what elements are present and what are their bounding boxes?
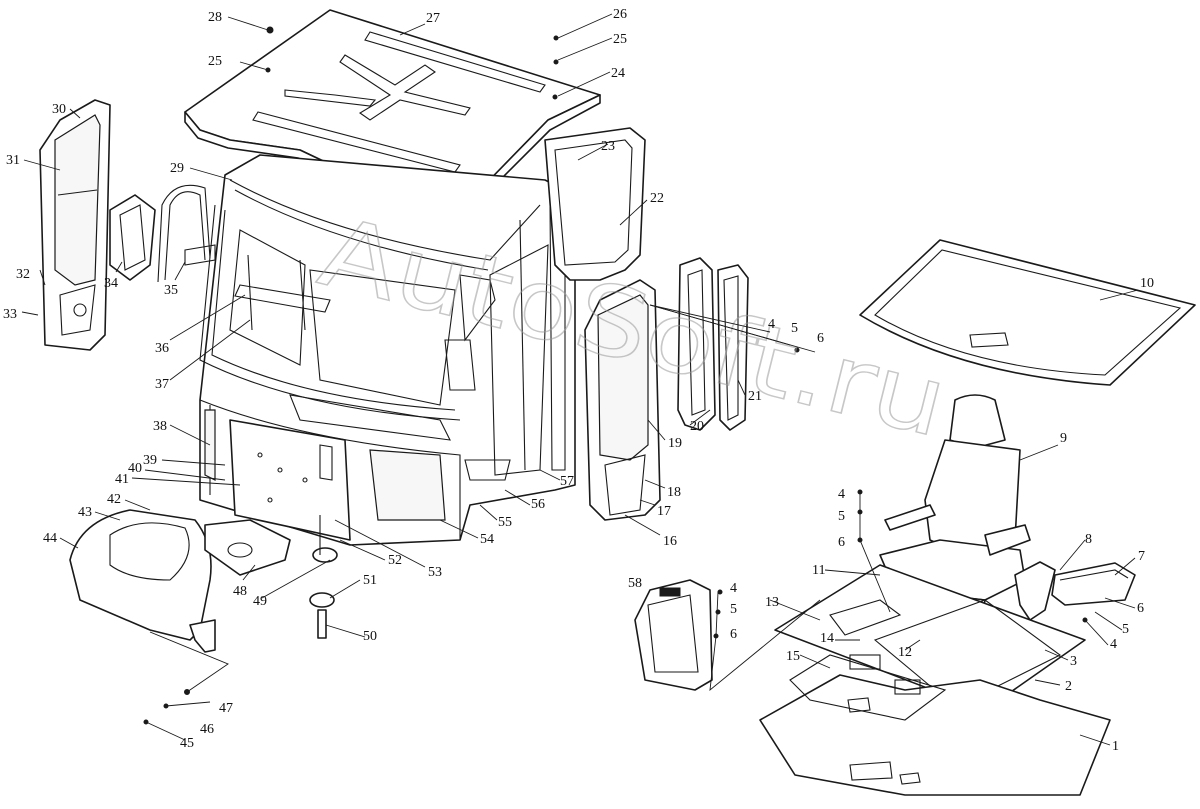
callout-5: 5 [730, 602, 737, 617]
callout-39: 39 [143, 453, 157, 468]
callout-25: 25 [208, 54, 222, 69]
handrail [157, 184, 216, 283]
control-box [1014, 561, 1056, 621]
callout-54: 54 [480, 532, 494, 547]
callout-1: 1 [1112, 739, 1119, 754]
callout-4: 4 [730, 581, 737, 596]
callout-6: 6 [838, 535, 845, 550]
callout-21: 21 [748, 389, 762, 404]
callout-28: 28 [208, 10, 222, 25]
callout-34: 34 [104, 276, 118, 291]
callout-32: 32 [16, 267, 30, 282]
callout-20: 20 [690, 419, 704, 434]
callout-4: 4 [1110, 637, 1117, 652]
callout-23: 23 [601, 139, 615, 154]
callout-4: 4 [838, 487, 845, 502]
callout-7: 7 [1138, 549, 1145, 564]
callout-26: 26 [613, 7, 627, 22]
callout-12: 12 [898, 645, 912, 660]
callout-17: 17 [657, 504, 671, 519]
callout-6: 6 [730, 627, 737, 642]
callout-41: 41 [115, 472, 129, 487]
callout-25: 25 [613, 32, 627, 47]
callout-5: 5 [791, 321, 798, 336]
callout-58: 58 [628, 576, 642, 591]
floor-plates [759, 564, 1111, 796]
callout-5: 5 [838, 509, 845, 524]
mirror [109, 194, 156, 281]
callout-45: 45 [180, 736, 194, 751]
callout-51: 51 [363, 573, 377, 588]
front-panel [229, 419, 351, 541]
callout-40: 40 [128, 461, 142, 476]
callout-18: 18 [667, 485, 681, 500]
front-cover [69, 509, 216, 653]
callout-5: 5 [1122, 622, 1129, 637]
callout-13: 13 [765, 595, 779, 610]
callout-46: 46 [200, 722, 214, 737]
rear-window [544, 127, 646, 281]
callout-48: 48 [233, 584, 247, 599]
callout-10: 10 [1140, 276, 1154, 291]
callout-50: 50 [363, 629, 377, 644]
callout-15: 15 [786, 649, 800, 664]
leader-lines [21, 13, 1139, 746]
mount-bracket [204, 519, 291, 576]
side-console [634, 579, 713, 691]
callout-8: 8 [1085, 532, 1092, 547]
right-door [584, 257, 749, 521]
left-door [39, 99, 111, 351]
callout-14: 14 [820, 631, 834, 646]
fasteners [143, 26, 1088, 725]
callout-38: 38 [153, 419, 167, 434]
callout-57: 57 [560, 474, 574, 489]
callout-52: 52 [388, 553, 402, 568]
callout-labels: 28 27 26 25 25 24 23 22 29 30 31 32 33 3… [3, 7, 1154, 754]
callout-42: 42 [107, 492, 121, 507]
callout-4: 4 [768, 317, 775, 332]
callout-33: 33 [3, 307, 17, 322]
callout-3: 3 [1070, 654, 1077, 669]
callout-30: 30 [52, 102, 66, 117]
callout-53: 53 [428, 565, 442, 580]
callout-49: 49 [253, 594, 267, 609]
callout-43: 43 [78, 505, 92, 520]
callout-31: 31 [6, 153, 20, 168]
callout-35: 35 [164, 283, 178, 298]
callout-11: 11 [812, 563, 825, 578]
callout-47: 47 [219, 701, 233, 716]
callout-16: 16 [663, 534, 677, 549]
callout-44: 44 [43, 531, 57, 546]
callout-6: 6 [817, 331, 824, 346]
callout-29: 29 [170, 161, 184, 176]
callout-6: 6 [1137, 601, 1144, 616]
callout-37: 37 [155, 377, 169, 392]
callout-36: 36 [155, 341, 169, 356]
damper-stack [309, 515, 338, 639]
callout-55: 55 [498, 515, 512, 530]
ceiling-liner [859, 239, 1196, 386]
callout-22: 22 [650, 191, 664, 206]
callout-9: 9 [1060, 431, 1067, 446]
callout-19: 19 [668, 436, 682, 451]
callout-27: 27 [426, 11, 440, 26]
armrest-pad [1051, 562, 1136, 606]
callout-24: 24 [611, 66, 625, 81]
callout-56: 56 [531, 497, 545, 512]
callout-2: 2 [1065, 679, 1072, 694]
